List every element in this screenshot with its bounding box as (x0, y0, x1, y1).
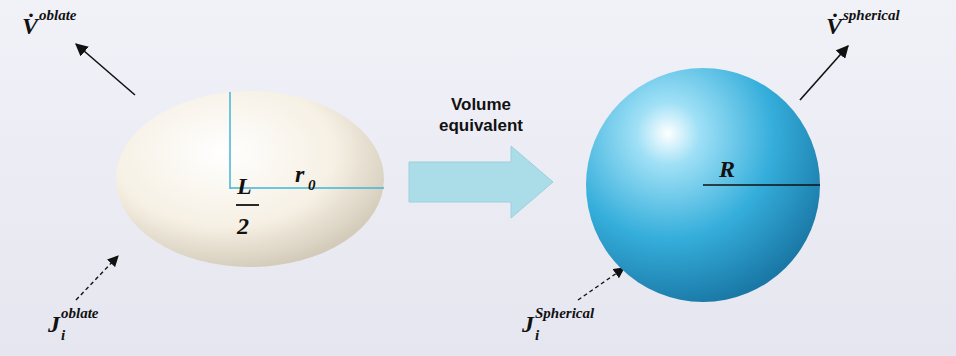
quantity-symbol: V̇ (826, 14, 842, 38)
fraction-bar (236, 204, 259, 206)
ellipse-body (116, 91, 384, 267)
quantity-symbol: J (48, 312, 60, 336)
half-height-line (229, 92, 231, 189)
symbol-script: i (535, 328, 539, 343)
leader-arrow (578, 268, 624, 300)
dimension-symbol: L (237, 174, 252, 198)
quantity-symbol: V̇ (22, 14, 38, 38)
oblate-spheroid: L 2 r0 (115, 90, 385, 268)
leader-arrow (800, 46, 848, 100)
dimension-symbol: R (719, 157, 735, 181)
radius-line (230, 187, 384, 189)
symbol-script: spherical (843, 8, 900, 23)
symbol-script: oblate (39, 8, 77, 23)
radius-line (703, 184, 820, 185)
dimension-symbol: 0 (308, 178, 316, 193)
dimension-symbol: 2 (237, 214, 249, 238)
block-arrow (409, 146, 553, 218)
dimension-symbol: r (295, 162, 304, 186)
sphere-body (586, 68, 820, 302)
quantity-symbol: J (522, 312, 534, 336)
symbol-script: i (61, 328, 65, 343)
sphere-outline (585, 67, 821, 303)
leader-arrow (76, 44, 135, 95)
sphere: R (585, 67, 821, 303)
arrow-label: Volume equivalent (421, 95, 541, 136)
symbol-script: Spherical (535, 306, 594, 321)
leader-arrow (76, 256, 118, 300)
symbol-script: oblate (61, 306, 99, 321)
